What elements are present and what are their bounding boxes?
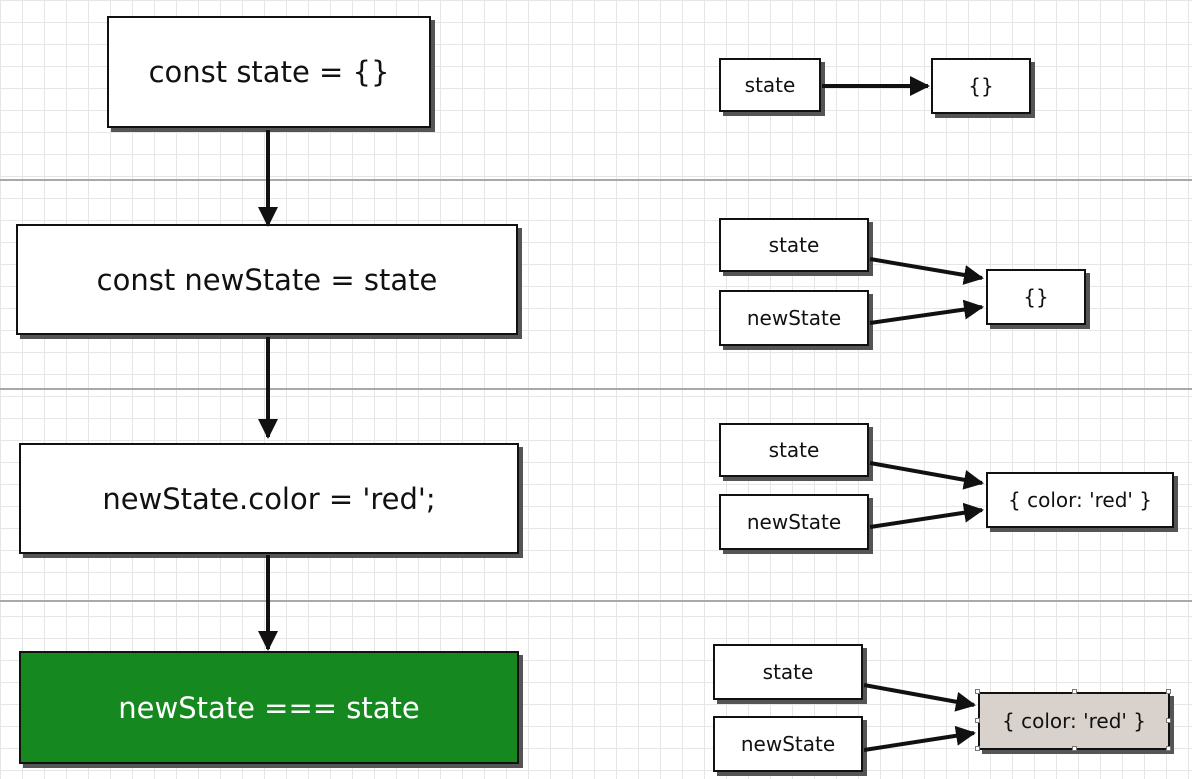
code-text: newState === state — [118, 690, 420, 725]
selection-handle[interactable] — [1166, 746, 1171, 751]
ref-box-state: state — [713, 644, 863, 700]
code-text: newState.color = 'red'; — [102, 481, 436, 516]
selection-handle[interactable] — [1072, 689, 1077, 694]
object-box: { color: 'red' } — [986, 472, 1174, 528]
ref-label: newState — [740, 732, 836, 756]
reference-arrow — [869, 461, 984, 490]
reference-arrow — [869, 257, 984, 285]
ref-label: newState — [746, 306, 842, 330]
selection-handle[interactable] — [975, 718, 980, 723]
object-label: {} — [968, 74, 994, 98]
code-box-step-4: newState === state — [19, 651, 519, 764]
ref-box-state: state — [719, 58, 821, 112]
ref-label: state — [768, 438, 820, 462]
code-box-step-3: newState.color = 'red'; — [19, 443, 519, 554]
code-text: const newState = state — [96, 262, 438, 297]
selection-handle[interactable] — [1166, 689, 1171, 694]
ref-box-newstate: newState — [719, 290, 869, 346]
row-separator — [0, 600, 1192, 602]
selection-handle[interactable] — [1166, 718, 1171, 723]
object-label: {} — [1023, 285, 1049, 309]
selection-handle[interactable] — [975, 689, 980, 694]
code-box-step-2: const newState = state — [16, 224, 518, 335]
reference-arrow — [869, 299, 984, 325]
ref-label: state — [744, 73, 796, 97]
ref-label: state — [768, 233, 820, 257]
object-label: { color: 'red' } — [1002, 709, 1146, 733]
ref-label: newState — [746, 510, 842, 534]
ref-box-state: state — [719, 423, 869, 477]
object-label: { color: 'red' } — [1008, 488, 1152, 512]
object-box: {} — [986, 269, 1086, 325]
row-separator — [0, 179, 1192, 181]
object-box-selected[interactable]: { color: 'red' } — [978, 692, 1170, 750]
selection-handle[interactable] — [975, 746, 980, 751]
reference-arrow — [863, 725, 976, 752]
object-box: {} — [931, 58, 1031, 114]
selection-handle[interactable] — [1072, 746, 1077, 751]
ref-box-state: state — [719, 218, 869, 272]
ref-box-newstate: newState — [719, 494, 869, 550]
ref-label: state — [762, 660, 814, 684]
code-box-step-1: const state = {} — [107, 16, 431, 128]
reference-arrow — [863, 683, 976, 712]
code-text: const state = {} — [148, 55, 390, 89]
reference-arrow — [869, 502, 984, 529]
ref-box-newstate: newState — [713, 716, 863, 772]
row-separator — [0, 388, 1192, 390]
